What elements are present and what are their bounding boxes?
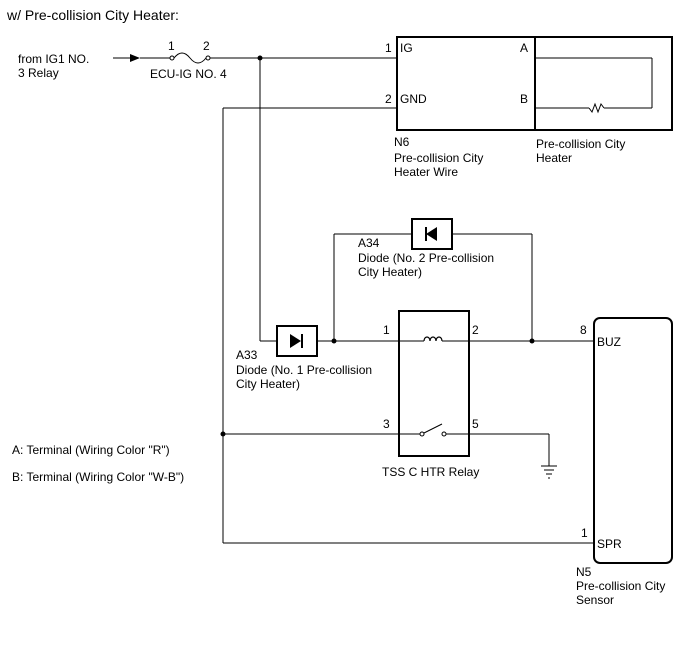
relay-name: TSS C HTR Relay bbox=[382, 465, 479, 479]
n6-pin-gnd-number: 2 bbox=[385, 92, 392, 106]
n5-pin-buz-number: 8 bbox=[580, 323, 587, 337]
fuse-name: ECU-IG NO. 4 bbox=[150, 67, 227, 81]
ground-icon bbox=[541, 465, 557, 479]
source-label-line1: from IG1 NO. bbox=[18, 52, 89, 66]
a34-name-line2: City Heater) bbox=[358, 265, 422, 279]
n5-pin-buz-name: BUZ bbox=[597, 335, 621, 349]
a33-diode-icon bbox=[290, 334, 301, 348]
relay-pin-3: 3 bbox=[383, 417, 390, 431]
junction-dot-buz bbox=[529, 338, 535, 344]
a33-code: A33 bbox=[236, 348, 258, 362]
heater-element-wiring bbox=[535, 57, 653, 114]
fuse-pin-1: 1 bbox=[168, 39, 175, 53]
relay-pin-2: 2 bbox=[472, 323, 479, 337]
note-terminal-b: B: Terminal (Wiring Color "W-B") bbox=[12, 470, 184, 484]
n6-code: N6 bbox=[394, 135, 410, 149]
a34-diode-icon bbox=[426, 227, 437, 241]
n5-pin-spr-number: 1 bbox=[581, 526, 588, 540]
relay-coil-icon bbox=[399, 336, 469, 342]
a33-name-line1: Diode (No. 1 Pre-collision bbox=[236, 363, 372, 377]
n5-pin-spr-name: SPR bbox=[597, 537, 622, 551]
n6-name-line1: Pre-collision City bbox=[394, 151, 483, 165]
n6-pin-gnd-name: GND bbox=[400, 92, 427, 106]
heater-name-line1: Pre-collision City bbox=[536, 137, 625, 151]
note-terminal-a: A: Terminal (Wiring Color "R") bbox=[12, 443, 170, 457]
n5-name-line2: Sensor bbox=[576, 593, 614, 607]
n5-sensor bbox=[593, 317, 673, 564]
junction-dot-a33 bbox=[331, 338, 337, 344]
heater-name-line2: Heater bbox=[536, 151, 572, 165]
n6-name-line2: Heater Wire bbox=[394, 165, 458, 179]
heater-terminal-b: B bbox=[520, 92, 528, 106]
a33-name-line2: City Heater) bbox=[236, 377, 300, 391]
relay-pin-5: 5 bbox=[472, 417, 479, 431]
tss-c-htr-relay bbox=[398, 310, 470, 457]
fuse-symbol bbox=[169, 52, 211, 64]
n5-name-line1: Pre-collision City bbox=[576, 579, 665, 593]
heater-terminal-a: A bbox=[520, 41, 528, 55]
a34-name-line1: Diode (No. 2 Pre-collision bbox=[358, 251, 494, 265]
n5-code: N5 bbox=[576, 565, 592, 579]
relay-switch-icon bbox=[223, 423, 549, 437]
source-label-line2: 3 Relay bbox=[18, 66, 59, 80]
n6-pin-ig-number: 1 bbox=[385, 41, 392, 55]
source-arrow bbox=[113, 54, 170, 62]
n6-connector bbox=[396, 36, 536, 131]
fuse-pin-2: 2 bbox=[203, 39, 210, 53]
heater-component bbox=[534, 36, 673, 131]
relay-pin-1: 1 bbox=[383, 323, 390, 337]
n6-pin-ig-name: IG bbox=[400, 41, 413, 55]
diagram-title: w/ Pre-collision City Heater: bbox=[6, 7, 179, 23]
a34-code: A34 bbox=[358, 236, 380, 250]
